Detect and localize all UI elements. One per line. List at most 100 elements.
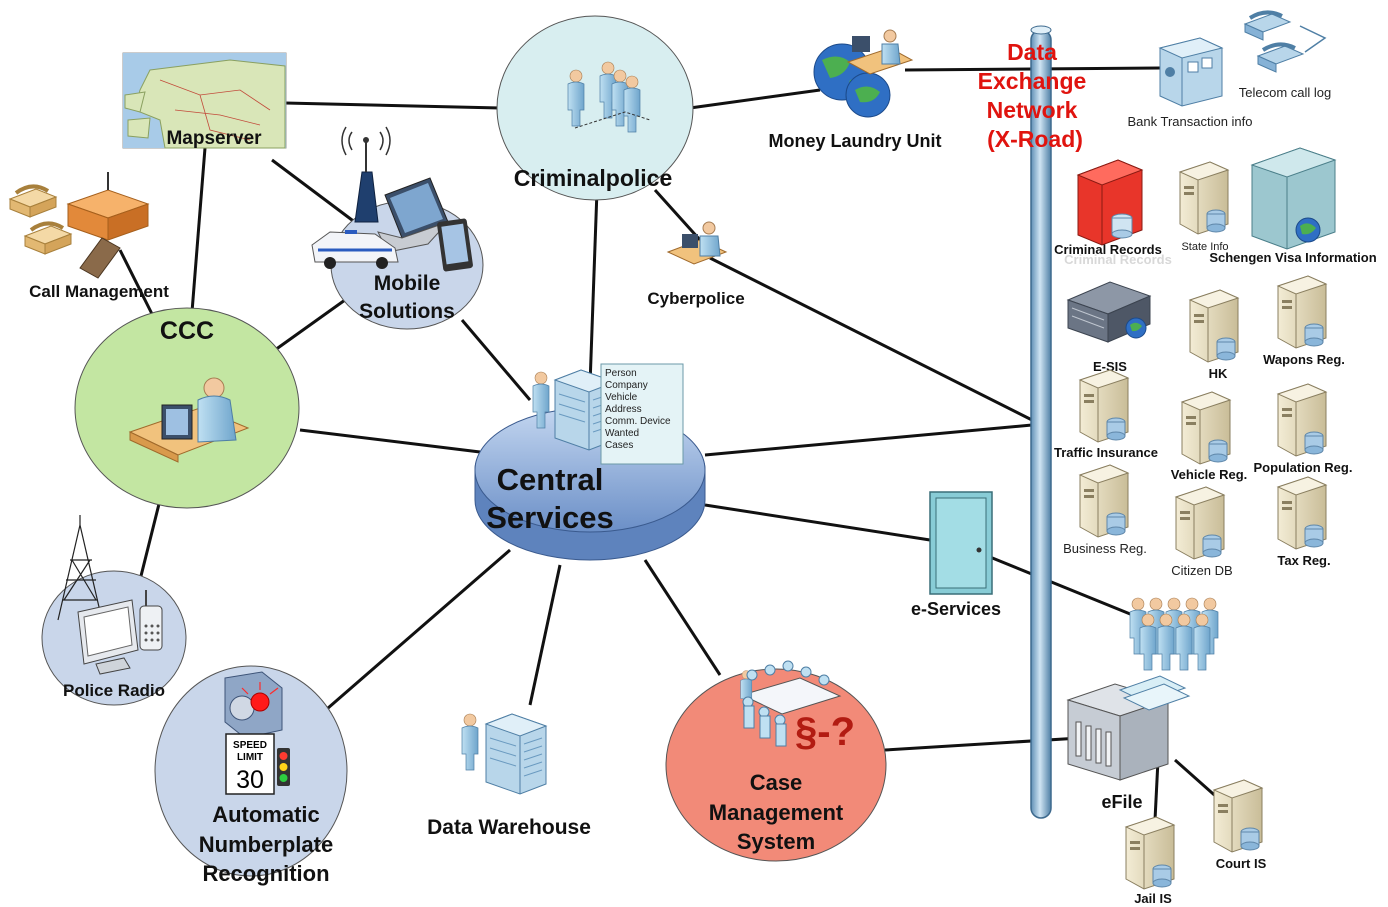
node-central-services: Person Company Vehicle Address Comm. Dev… <box>474 363 706 561</box>
criminal-records-label: Criminal Records <box>1054 242 1162 257</box>
speed-sign-line1: SPEED <box>233 740 267 751</box>
entity-list-card: Person Company Vehicle Address Comm. Dev… <box>600 363 684 465</box>
case-mgmt-label-line3: System <box>737 829 815 854</box>
laptop-icon <box>377 177 449 253</box>
bank-building-icon <box>1158 37 1224 107</box>
node-schengen: Schengen Visa Information <box>1209 147 1377 265</box>
node-efile: eFile <box>1066 675 1191 812</box>
link-mapserver-mobile <box>271 158 361 228</box>
telephones-icon <box>1243 10 1327 73</box>
monitor-icon <box>77 599 139 675</box>
link-eservices-citizens <box>984 553 1141 620</box>
jail-is-label: Jail IS <box>1134 891 1172 906</box>
money-laundry-label: Money Laundry Unit <box>768 131 941 151</box>
node-money-laundry: Money Laundry Unit <box>768 29 942 151</box>
state-info-label: State Info <box>1181 241 1228 253</box>
mobile-phone-icon <box>79 237 121 279</box>
traffic-insurance-server-icon <box>1079 369 1129 443</box>
node-ccc: CCC <box>74 307 300 509</box>
link-central-eservices <box>704 503 931 542</box>
mobile-label-line1: Mobile <box>374 272 441 295</box>
node-police-radio: Police Radio <box>41 515 187 706</box>
bank-label: Bank Transaction info <box>1127 114 1252 129</box>
business-reg-server-icon <box>1079 464 1129 538</box>
court-is-server-icon <box>1213 779 1263 853</box>
meeting-icon <box>740 660 842 747</box>
mapserver-label: Mapserver <box>166 128 262 149</box>
law-symbol-icon: §-? <box>795 710 855 754</box>
police-radio-label: Police Radio <box>63 681 165 700</box>
schengen-label: Schengen Visa Information <box>1209 250 1376 265</box>
node-tax-reg: Tax Reg. <box>1277 476 1331 568</box>
hk-server-icon <box>1189 289 1239 363</box>
entity-person: Person <box>605 368 637 379</box>
node-jail-is: Jail IS <box>1125 816 1175 906</box>
telecom-label: Telecom call log <box>1239 85 1332 100</box>
criminal-records-server-icon <box>1076 159 1144 246</box>
traffic-insurance-label: Traffic Insurance <box>1054 445 1158 460</box>
walkie-talkie-icon <box>139 590 163 651</box>
node-state-info: State Info <box>1179 161 1229 253</box>
traffic-light-icon <box>277 748 290 786</box>
link-central-warehouse <box>528 564 562 706</box>
cyber-officer-icon <box>666 221 728 265</box>
court-is-label: Court IS <box>1216 856 1267 871</box>
node-mapserver: Mapserver <box>122 52 287 149</box>
efile-label: eFile <box>1101 792 1142 812</box>
node-anpr: SPEED LIMIT 30 Automatic Numberplate Rec… <box>154 665 348 886</box>
business-reg-label: Business Reg. <box>1063 541 1147 556</box>
case-mgmt-label-line2: Management <box>709 800 844 825</box>
criminalpolice-label: Criminalpolice <box>514 165 672 191</box>
radio-antenna-icon <box>341 126 391 223</box>
phones-icon <box>8 184 73 256</box>
node-citizen-db: Citizen DB <box>1171 486 1233 578</box>
link-central-casemgmt <box>643 559 722 676</box>
xroad-label-line1: Data <box>1007 39 1057 65</box>
speed-limit-sign-icon: SPEED LIMIT 30 <box>225 733 275 795</box>
citizen-db-server-icon <box>1175 486 1225 560</box>
weapons-label: Wapons Reg. <box>1263 352 1345 367</box>
link-cyberpolice-xroad <box>709 256 1033 422</box>
node-business-reg: Business Reg. <box>1063 464 1147 556</box>
analyst-icon <box>846 29 914 75</box>
node-traffic-insurance: Traffic Insurance <box>1054 369 1158 460</box>
population-reg-label: Population Reg. <box>1254 460 1353 475</box>
node-data-warehouse: Data Warehouse <box>427 713 591 839</box>
operator-icon <box>128 377 250 463</box>
anpr-label-line2: Numberplate <box>199 832 333 857</box>
esis-label: E-SIS <box>1093 359 1127 374</box>
cyberpolice-label: Cyberpolice <box>647 289 744 308</box>
entity-cases: Cases <box>605 440 633 451</box>
node-e-services: e-Services <box>911 491 1001 619</box>
node-cyberpolice: Cyberpolice <box>647 221 745 308</box>
link-efile-jail <box>1153 759 1160 821</box>
node-mobile: Mobile Solutions <box>311 126 484 330</box>
ccc-label: CCC <box>160 317 214 345</box>
node-telecom: Telecom call log <box>1239 10 1332 100</box>
weapons-server-icon <box>1277 275 1327 349</box>
entity-company: Company <box>605 380 648 391</box>
node-population-reg: Population Reg. <box>1254 383 1353 475</box>
central-label-line1: Central <box>497 462 604 497</box>
population-reg-server-icon <box>1277 383 1327 457</box>
node-criminal-records: Criminal Records Criminal Records <box>1054 159 1172 267</box>
map-icon <box>123 53 286 149</box>
xroad-pipe <box>1030 25 1052 819</box>
tax-reg-label: Tax Reg. <box>1277 553 1330 568</box>
node-court-is: Court IS <box>1213 779 1267 871</box>
camera-icon <box>224 671 283 739</box>
router-icon <box>66 172 150 241</box>
link-mapserver-criminalpolice <box>284 101 501 110</box>
entity-address: Address <box>605 404 642 415</box>
node-case-management: §-? Case Management System <box>665 660 887 862</box>
node-criminalpolice: Criminalpolice <box>496 15 694 201</box>
connection-lines <box>118 66 1221 821</box>
hk-label: HK <box>1209 366 1228 381</box>
entity-comm-device: Comm. Device <box>605 416 671 427</box>
node-bank: Bank Transaction info <box>1127 37 1253 129</box>
mobile-label-line2: Solutions <box>359 300 455 323</box>
criminal-records-shadow-label: Criminal Records <box>1064 252 1172 267</box>
node-weapons: Wapons Reg. <box>1263 275 1345 367</box>
link-efile-court <box>1174 758 1221 802</box>
link-mapserver-ccc <box>190 147 207 313</box>
